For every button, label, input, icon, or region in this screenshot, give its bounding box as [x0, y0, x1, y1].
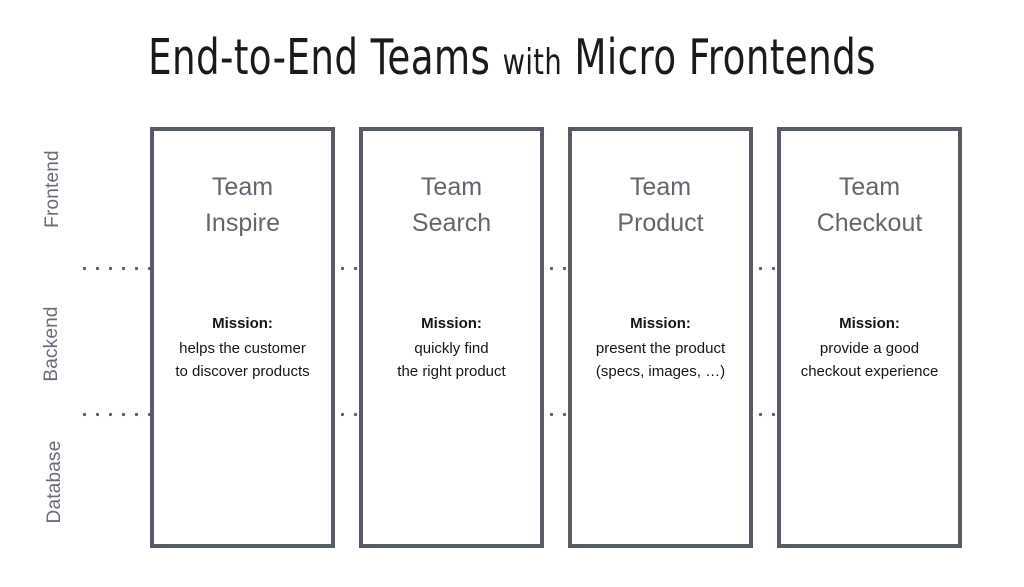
team-name-product: Team Product [572, 169, 749, 241]
team-box-product[interactable]: Team Product Mission: present the produc… [568, 127, 753, 548]
team-name-line-2: Product [617, 209, 704, 237]
team-mission-checkout: Mission: provide a good checkout experie… [775, 312, 964, 383]
mission-title: Mission: [421, 315, 482, 332]
axis-label-backend: Backend [41, 306, 62, 382]
team-mission-inspire: Mission: helps the customer to discover … [148, 312, 337, 383]
team-columns: Team Inspire Mission: helps the customer… [150, 127, 962, 548]
mission-line-2: the right product [397, 363, 506, 380]
team-name-line-1: Team [211, 173, 274, 201]
team-mission-search: Mission: quickly find the right product [357, 312, 546, 383]
title-part-3: Micro Frontends [574, 29, 876, 86]
team-name-line-2: Search [411, 209, 492, 237]
mission-title: Mission: [630, 315, 691, 332]
mission-title: Mission: [212, 315, 273, 332]
title-part-2: with [502, 42, 563, 83]
team-name-line-1: Team [420, 173, 483, 201]
team-name-line-2: Checkout [816, 209, 923, 237]
mission-line-2: checkout experience [800, 363, 939, 380]
team-box-search[interactable]: Team Search Mission: quickly find the ri… [359, 127, 544, 548]
axis-label-frontend: Frontend [42, 150, 63, 228]
mission-line-1: quickly find [414, 340, 489, 357]
mission-title: Mission: [839, 315, 900, 332]
mission-line-2: (specs, images, …) [595, 363, 726, 380]
team-name-line-2: Inspire [204, 209, 281, 237]
mission-line-2: to discover products [175, 363, 310, 380]
page-title: End-to-End Teams with Micro Frontends [123, 30, 901, 91]
divider-segment [78, 266, 150, 271]
team-box-inspire[interactable]: Team Inspire Mission: helps the customer… [150, 127, 335, 548]
team-name-line-1: Team [838, 173, 901, 201]
mission-line-1: present the product [595, 340, 726, 357]
mission-line-1: provide a good [819, 340, 920, 357]
team-box-checkout[interactable]: Team Checkout Mission: provide a good ch… [777, 127, 962, 548]
team-name-inspire: Team Inspire [154, 169, 331, 241]
team-name-search: Team Search [363, 169, 540, 241]
team-mission-product: Mission: present the product (specs, ima… [566, 312, 755, 383]
team-name-line-1: Team [629, 173, 692, 201]
team-name-checkout: Team Checkout [781, 169, 958, 241]
axis-label-database: Database [44, 440, 65, 524]
mission-line-1: helps the customer [179, 340, 306, 357]
divider-segment [78, 412, 150, 417]
title-part-1: End-to-End Teams [148, 29, 491, 86]
